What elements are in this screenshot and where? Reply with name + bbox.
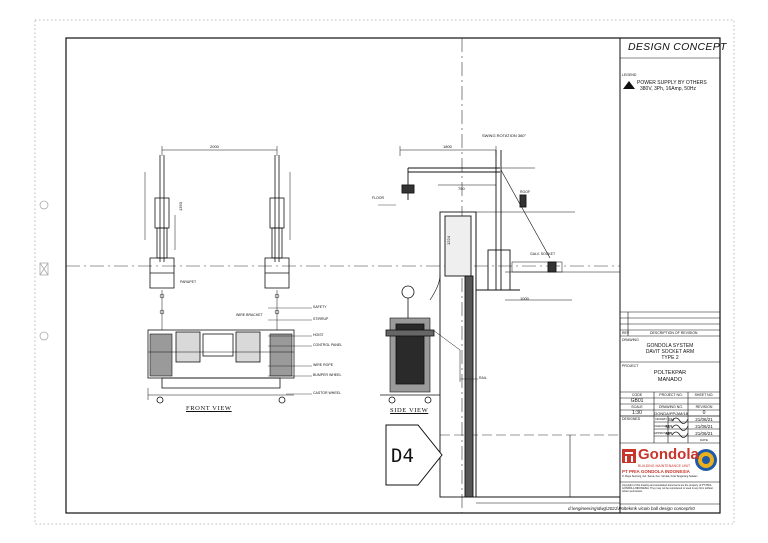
callout-floor: FLOOR [372, 196, 385, 200]
callout-wire-rope: WIRE ROPE [313, 363, 334, 367]
revision-col-rev: REV [622, 331, 630, 335]
code-value: GB01 [630, 398, 644, 404]
legend-label: LEGEND [622, 73, 637, 77]
margin-hole-top [39, 200, 49, 210]
drawn-name: SH [667, 416, 675, 422]
front-view-davit-right [264, 155, 291, 289]
callout-bumper-wheel: BUMPER WHEEL [313, 373, 342, 377]
callout-rail: RAIL [479, 376, 487, 380]
title-block-header: DESIGN CONCEPT [628, 41, 727, 53]
margin-cross-mark [39, 262, 49, 276]
front-view-title: FRONT VIEW [186, 405, 232, 412]
dim-rotation: SWING ROTATION 360° [482, 133, 527, 138]
revision-label: REVISION [695, 405, 713, 409]
certification-seal-icon [695, 449, 717, 471]
drawing-title-3: TYPE 2 [661, 355, 679, 361]
project-name-2: MANADO [657, 377, 683, 383]
front-cables [159, 290, 280, 330]
date-3: 21/06/21 [695, 431, 713, 436]
callout-galv-socket: GALV. SOCKET [530, 252, 556, 256]
sheet-no-label: SHEET NO. [694, 393, 714, 397]
callout-stirrup: STIRRUP [313, 317, 329, 321]
company-tagline: BUILDING MAINTENANCE UNIT [638, 464, 691, 468]
revision-col-desc: DESCRIPTION OF REVISION [650, 331, 698, 335]
side-view-title: SIDE VIEW [390, 407, 429, 414]
callout-wire-bracket: WIRE BRACKET [236, 313, 263, 317]
approved-label: APPROVED [654, 431, 671, 435]
signature-approved [671, 431, 689, 438]
power-supply-symbol-icon [623, 81, 635, 89]
section-marker-d4 [385, 424, 443, 486]
side-view-davit-arm [401, 150, 551, 291]
drawing-no-label: DRAWING NO. [659, 405, 683, 409]
revision-value: 0 [702, 410, 706, 416]
building-wall [439, 211, 620, 504]
company-logo-icon [622, 449, 636, 463]
company-name: PT PRIA GONDOLA INDONESIA [622, 469, 690, 474]
drawing-title-label: DRAWING [622, 338, 639, 342]
drawing-no-value: GONDA/PP/AM/18 [654, 410, 688, 416]
margin-hole-bottom [39, 331, 49, 341]
dim-front-mast: 1350 [177, 202, 183, 211]
side-view-cradle [380, 274, 461, 404]
callout-parapet: PARAPET [180, 280, 197, 284]
dim-side-arm: 1800 [443, 144, 452, 149]
approved-name: MR [665, 430, 673, 436]
callout-hoist: HOIST [313, 333, 324, 337]
date-2: 21/06/21 [695, 424, 713, 429]
side-dimension-top [399, 146, 572, 301]
code-label: CODE [631, 393, 643, 397]
dim-front-span: 2000 [210, 144, 219, 149]
callout-leaders [268, 204, 478, 395]
title-block-grid [620, 57, 720, 505]
date-1: 21/06/21 [695, 417, 713, 422]
legend-line-2: 380V, 3Ph, 16Amp, 50Hz [640, 86, 696, 92]
drawing-title-1: GONDOLA SYSTEM [646, 343, 694, 349]
callout-safety: SAFETY [313, 305, 327, 309]
file-path: d:\engineering\dwg\2021\Poltekmk vicolo … [568, 506, 695, 511]
checked-label: CHECKED [654, 424, 669, 428]
dim-side-short: 750 [458, 186, 465, 191]
company-brand: Gondola [638, 446, 699, 463]
callout-castor-wheel: CASTOR WHEEL [313, 391, 341, 395]
project-label: PROJECT [622, 364, 639, 368]
project-name-1: POLTEKPAR [653, 370, 687, 376]
copyright-notice: Copyright of this drawing and associated… [622, 484, 713, 493]
drawing-title-2: DAVIT SOCKET ARM [645, 349, 695, 355]
dim-side-height: 1224 [445, 236, 451, 245]
section-tag: D4 [391, 445, 414, 467]
drawing-frame [65, 37, 721, 514]
signature-drawn [671, 417, 689, 424]
date-label: DATE [700, 438, 708, 442]
front-dimension-span [161, 146, 278, 156]
callout-control-panel: CONTROL PANEL [313, 343, 343, 347]
callout-roof: ROOF [520, 190, 531, 194]
dim-side-base: 1000 [520, 296, 529, 301]
front-view-davit-left [144, 155, 176, 289]
checked-name: MR [665, 423, 673, 429]
signature-checked [671, 424, 689, 431]
legend-line-1: POWER SUPPLY BY OTHERS [637, 80, 707, 86]
project-no-label: PROJECT NO. [659, 393, 683, 397]
company-address: Jl. Raya Serpong, Kel. Serua, Kec. Ciput… [622, 475, 698, 478]
designed-label: DESIGNED [622, 417, 641, 421]
front-view-cradle [147, 329, 295, 404]
scale-label: SCALE [631, 405, 643, 409]
sheet-dotted-border [34, 19, 735, 525]
drawn-label: DRAWN [655, 417, 667, 421]
scale-value: 1:30 [632, 410, 642, 416]
